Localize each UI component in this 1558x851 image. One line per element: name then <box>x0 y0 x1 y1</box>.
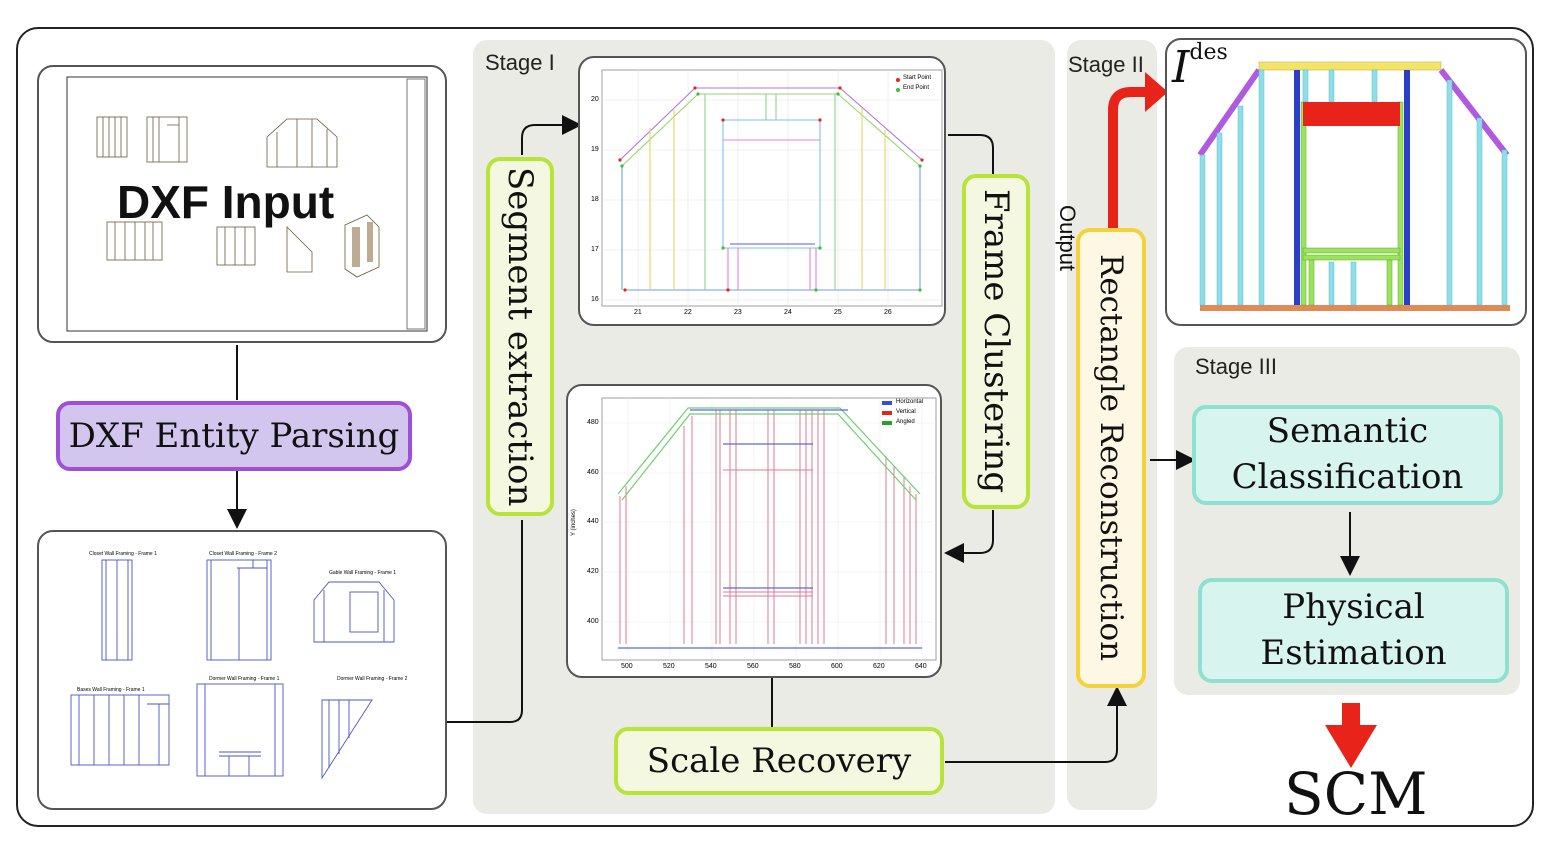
scm-arrow-shaft <box>1342 703 1360 727</box>
scale-ytick-2: 460 <box>587 469 599 476</box>
stage1-label: Stage I <box>485 50 555 75</box>
frame-title-3: Gable Wall Framing - Frame 1 <box>329 570 397 576</box>
dxf-input-panel: DXF Input <box>37 65 447 343</box>
stage2-label: Stage II <box>1068 52 1144 77</box>
segment-xtick-6: 26 <box>884 309 892 316</box>
segment-to-chart-arrow <box>521 115 582 155</box>
outer-frame <box>16 27 1534 827</box>
stage3-label: Stage III <box>1195 354 1277 379</box>
segment-xtick-5: 25 <box>834 309 842 316</box>
physical-line2: Estimation <box>1260 632 1447 673</box>
wall-frame-drawing <box>1197 61 1510 311</box>
scale-ytick-3: 440 <box>587 518 599 525</box>
physical-line1: Physical <box>1282 586 1425 627</box>
scale-chart <box>601 397 937 661</box>
segment-chart <box>601 69 943 307</box>
scale-xtick-4: 560 <box>747 663 759 670</box>
segment-ytick-5: 16 <box>591 296 599 303</box>
segment-ytick-3: 18 <box>591 196 599 203</box>
scale-xtick-3: 540 <box>705 663 717 670</box>
ides-symbol: I <box>1172 42 1190 93</box>
scale-recovery-box: Scale Recovery <box>614 727 944 795</box>
segment-xtick-4: 24 <box>784 309 792 316</box>
segment-xtick-2: 22 <box>684 309 692 316</box>
frame-title-5: Dormer Wall Framing - Frame 1 <box>209 676 280 682</box>
frame-title-2: Closet Wall Framing - Frame 2 <box>209 551 277 557</box>
dxf-input-title: DXF Input <box>117 176 335 228</box>
scale-xtick-2: 520 <box>663 663 675 670</box>
rectangle-reconstruction-box: Rectangle Reconstruction <box>1076 228 1146 688</box>
frame-clustering-box: Frame Clustering <box>962 174 1030 509</box>
frames-panel: Closet Wall Framing - Frame 1 Closet Wal… <box>37 530 447 810</box>
dxf-entity-parsing-box: DXF Entity Parsing <box>56 401 412 471</box>
chart-to-clustering-line <box>948 134 994 175</box>
frame-title-1: Closet Wall Framing - Frame 1 <box>89 551 157 557</box>
segment-chart-panel: Start Point End Point 21 22 23 24 25 26 … <box>578 56 946 326</box>
semantic-line1: Semantic <box>1266 411 1429 452</box>
scale-ytick-4: 420 <box>587 568 599 575</box>
scale-ylabel: Y (inches) <box>571 509 577 536</box>
output-arrow <box>1108 87 1148 228</box>
scale-xtick-5: 580 <box>789 663 801 670</box>
segment-legend-start: Start Point <box>903 75 932 81</box>
scale-xtick-6: 600 <box>831 663 843 670</box>
scale-xtick-7: 620 <box>873 663 885 670</box>
scale-xtick-8: 640 <box>915 663 927 670</box>
ides-superscript: des <box>1189 40 1228 65</box>
segment-ytick-4: 17 <box>591 246 599 253</box>
frame-thumbnails <box>70 559 395 780</box>
frames-to-segment-line <box>447 520 523 723</box>
ides-panel <box>1165 38 1527 326</box>
segment-xtick-1: 21 <box>634 309 642 316</box>
semantic-line2: Classification <box>1231 457 1464 497</box>
output-arrowhead <box>1145 72 1168 112</box>
recovery-to-rectangle-arrow <box>945 686 1127 763</box>
segment-extraction-box: Segment extraction <box>486 157 554 516</box>
frame-title-6: Dormer Wall Framing - Frame 2 <box>337 676 408 682</box>
physical-estimation-box: Physical Estimation <box>1198 578 1509 683</box>
scale-ytick-5: 400 <box>587 618 599 625</box>
semantic-classification-box: Semantic Classification <box>1192 405 1503 505</box>
frame-title-4: Bases Wall Framing - Frame 1 <box>77 687 145 693</box>
scale-chart-panel: Horizontal Vertical Angled Y (inches) 50… <box>566 384 942 678</box>
scale-ytick-1: 480 <box>587 419 599 426</box>
clustering-to-scale-arrow <box>944 510 994 563</box>
scale-legend-horizontal: Horizontal <box>896 399 924 405</box>
segment-ytick-2: 19 <box>591 146 599 153</box>
scm-arrowhead <box>1325 725 1377 768</box>
ides-label: Ides <box>1172 40 1228 93</box>
scale-legend-vertical: Vertical <box>896 409 916 415</box>
scale-xtick-1: 500 <box>621 663 633 670</box>
segment-xtick-3: 23 <box>734 309 742 316</box>
dxf-drawing-sheet <box>66 76 428 332</box>
segment-legend-end: End Point <box>903 85 930 91</box>
segment-ytick-1: 20 <box>591 96 599 103</box>
scm-label: SCM <box>1284 760 1428 828</box>
scale-legend-angled: Angled <box>896 419 915 425</box>
